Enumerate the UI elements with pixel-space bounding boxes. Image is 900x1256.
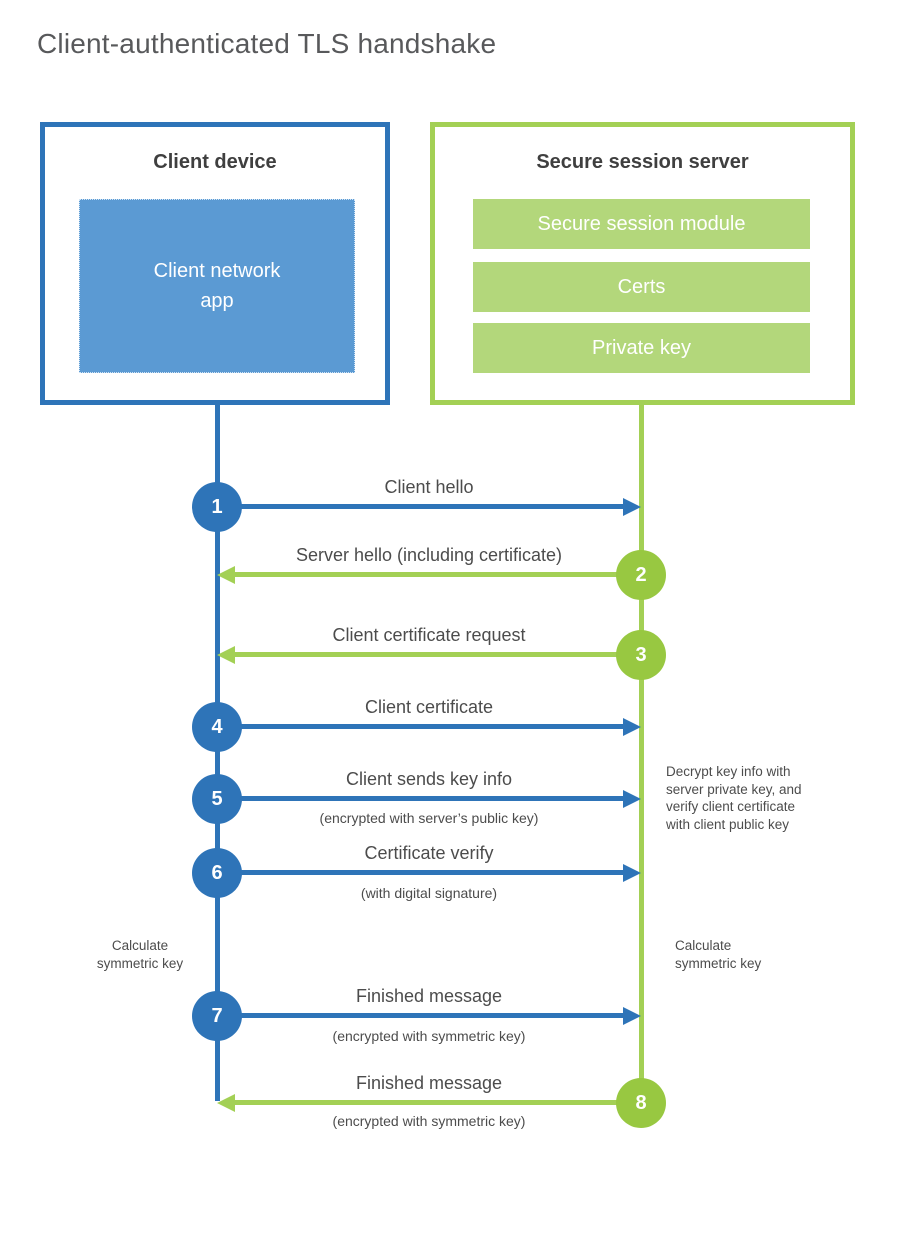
message-label-2: Server hello (including certificate) <box>295 545 563 565</box>
arrow-right-icon <box>623 1007 641 1025</box>
step-circle-5: 5 <box>192 774 242 824</box>
step-circle-8: 8 <box>616 1078 666 1128</box>
arrow-left-icon <box>217 646 235 664</box>
message-arrow-3 <box>235 652 641 657</box>
message-sublabel-5: (encrypted with server’s public key) <box>319 810 539 826</box>
server-module-private-key: Private key <box>473 323 810 373</box>
message-label-8: Finished message <box>355 1073 503 1093</box>
message-arrow-8 <box>235 1100 641 1105</box>
secure-session-server-box: Secure session server Secure session mod… <box>430 122 855 405</box>
message-arrow-2 <box>235 572 641 577</box>
client-device-box: Client device Client network app <box>40 122 390 405</box>
step-circle-7: 7 <box>192 991 242 1041</box>
message-label-7: Finished message <box>355 986 503 1006</box>
secure-session-server-title: Secure session server <box>536 151 749 173</box>
message-arrow-5 <box>217 796 623 801</box>
step-circle-4: 4 <box>192 702 242 752</box>
arrow-right-icon <box>623 864 641 882</box>
message-label-4: Client certificate <box>364 697 494 717</box>
message-arrow-7 <box>217 1013 623 1018</box>
step-circle-2: 2 <box>616 550 666 600</box>
client-lifeline <box>214 405 220 1101</box>
message-label-5: Client sends key info <box>345 769 513 789</box>
note-decrypt-key-info: Decrypt key info with server private key… <box>666 764 802 832</box>
note-calculate-symmetric-key-server: Calculate symmetric key <box>675 938 762 971</box>
step-circle-3: 3 <box>616 630 666 680</box>
message-label-1: Client hello <box>384 477 474 497</box>
message-sublabel-6: (with digital signature) <box>360 885 498 901</box>
arrow-left-icon <box>217 1094 235 1112</box>
message-arrow-6 <box>217 870 623 875</box>
note-calculate-symmetric-key-client: Calculate symmetric key <box>96 938 184 971</box>
step-circle-6: 6 <box>192 848 242 898</box>
client-device-title: Client device <box>153 151 277 173</box>
message-arrow-1 <box>217 504 623 509</box>
message-sublabel-7: (encrypted with symmetric key) <box>332 1028 526 1044</box>
page-title: Client-authenticated TLS handshake <box>37 28 497 59</box>
arrow-right-icon <box>623 790 641 808</box>
server-lifeline <box>638 405 644 1103</box>
message-sublabel-8: (encrypted with symmetric key) <box>332 1113 526 1129</box>
server-module-certs: Certs <box>473 262 810 312</box>
message-label-3: Client certificate request <box>332 625 526 645</box>
server-module-secure-session: Secure session module <box>473 199 810 249</box>
message-label-6: Certificate verify <box>364 843 494 863</box>
arrow-right-icon <box>623 498 641 516</box>
client-network-app-block: Client network app <box>79 199 355 373</box>
step-circle-1: 1 <box>192 482 242 532</box>
message-arrow-4 <box>217 724 623 729</box>
arrow-right-icon <box>623 718 641 736</box>
arrow-left-icon <box>217 566 235 584</box>
